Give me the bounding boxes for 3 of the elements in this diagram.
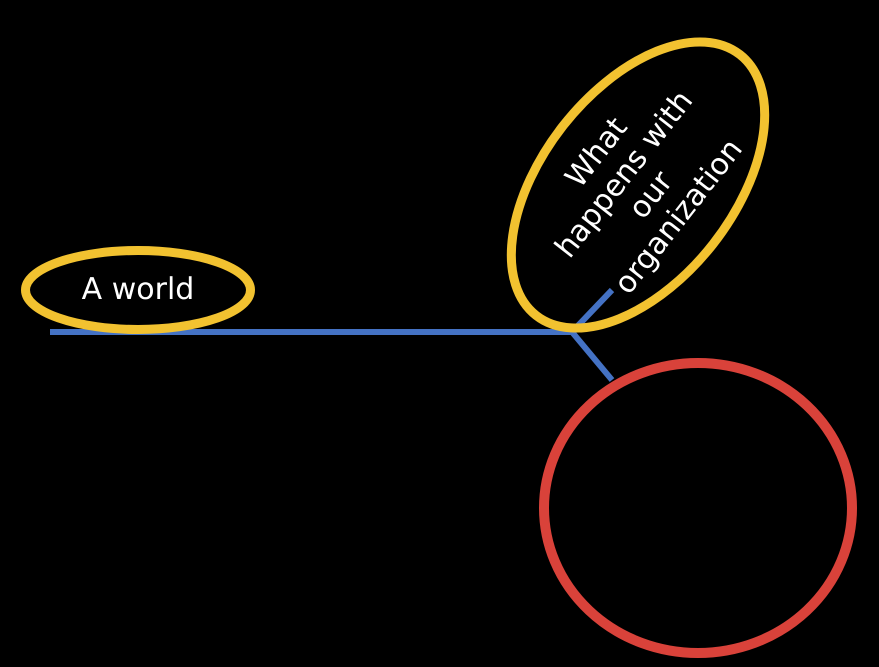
- circle-outline: [539, 358, 857, 658]
- node-text: A world: [82, 272, 194, 308]
- oval-node: [21, 246, 255, 334]
